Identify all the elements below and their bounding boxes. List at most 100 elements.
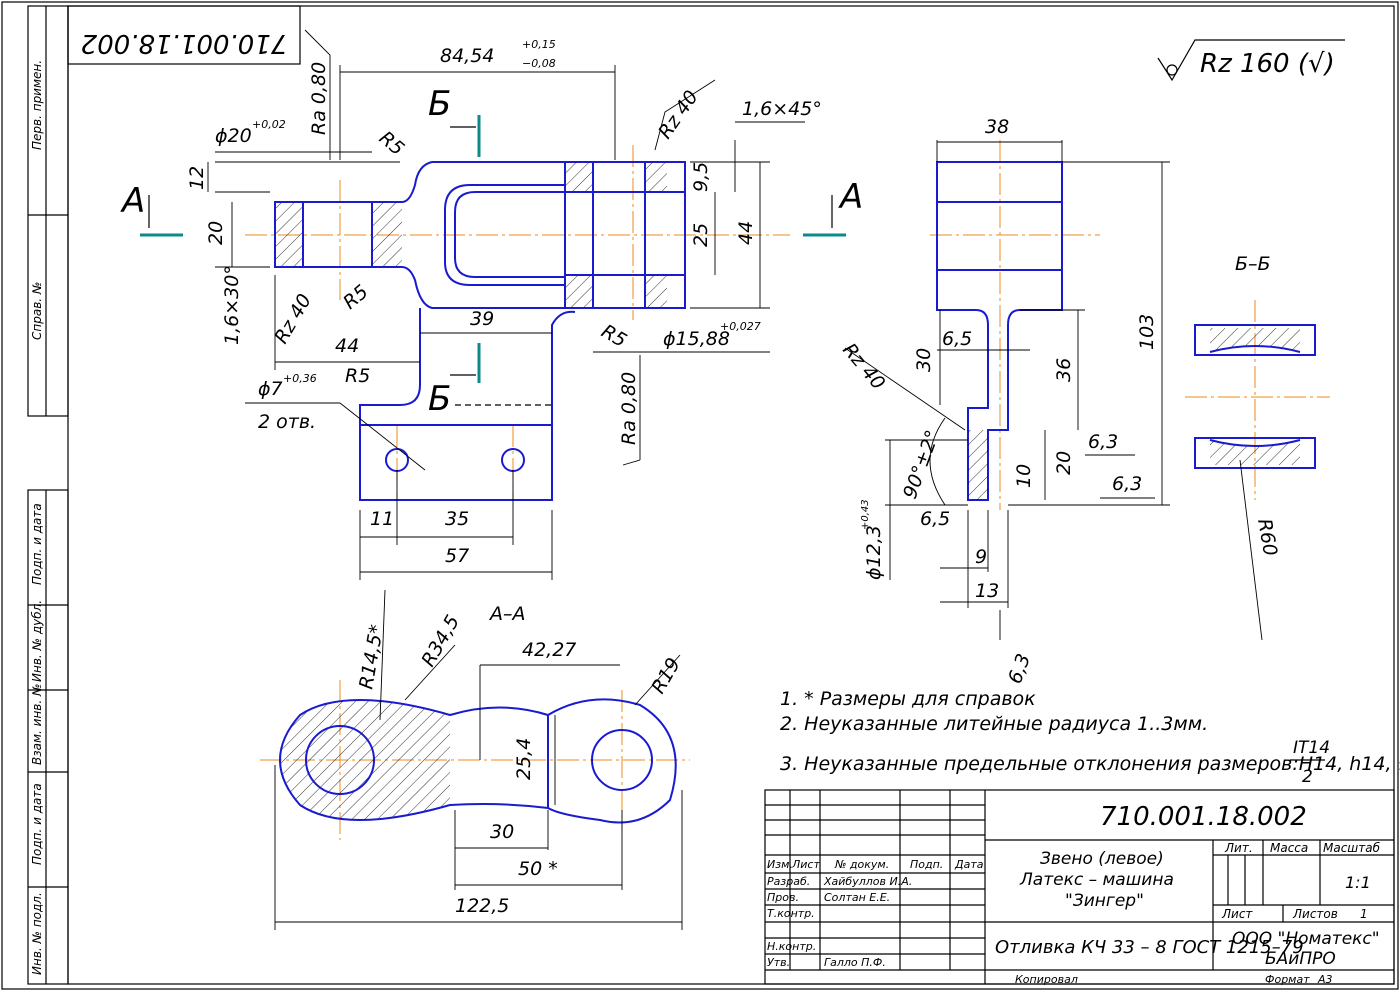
dim-84-54-lower: −0,08	[522, 57, 556, 70]
side-label-4: Инв. № дубл.	[30, 600, 44, 682]
dim-ra080: Ra 0,80	[308, 62, 330, 135]
view-aa-label: А–А	[488, 603, 526, 625]
side-dim-36: 36	[1053, 358, 1075, 382]
tb-copied: Копировал	[1015, 973, 1078, 986]
dim-phi20-tol: +0,02	[252, 118, 286, 131]
tb-org-1: ООО "Номатекс"	[1232, 929, 1380, 949]
tb-role-2: Пров.	[767, 891, 799, 904]
tb-col-doc: № докум.	[834, 858, 889, 871]
side-dim-30: 30	[913, 348, 935, 372]
tb-format-label: Формат	[1265, 973, 1310, 986]
tb-name-3: "Зингер"	[1065, 891, 1144, 911]
tb-scale-label: Масштаб	[1323, 841, 1381, 855]
side-column-labels: Перв. примен. Справ. № Подп. и дата Инв.…	[30, 60, 44, 975]
dim-39: 39	[470, 308, 494, 330]
tb-name-1: Звено (левое)	[1040, 849, 1164, 869]
side-label-7: Инв. № подл.	[30, 892, 44, 975]
tb-format-value: А3	[1317, 973, 1333, 986]
tb-lit: Лит.	[1224, 841, 1253, 855]
aa-dim-25-4: 25,4	[513, 738, 535, 780]
tb-designation: 710.001.18.002	[1100, 802, 1307, 832]
side-label-1: Перв. примен.	[30, 60, 44, 150]
section-b-bottom: Б	[428, 379, 451, 419]
side-label-3: Подп. и дата	[30, 503, 44, 585]
dim-r5-d: R5	[345, 365, 370, 387]
tb-col-date: Дата	[954, 858, 984, 871]
dim-chamfer-30: 1,6×30°	[221, 265, 243, 345]
tb-col-izm: Изм.	[767, 858, 793, 871]
tb-person-3: Галло П.Ф.	[824, 956, 886, 969]
tb-col-sign: Подп.	[910, 858, 943, 871]
dim-holes: 2 отв.	[258, 411, 316, 433]
view-bb-label: Б–Б	[1235, 253, 1271, 275]
side-dim-9: 9	[975, 546, 987, 568]
dim-phi15-88: ϕ15,88	[663, 328, 730, 350]
dim-9-5: 9,5	[690, 162, 712, 192]
dim-phi20: ϕ20	[215, 125, 252, 147]
dim-chamfer: 1,6×45°	[742, 98, 822, 120]
side-dim-phi12-3-tol: +0,43	[860, 499, 871, 530]
side-dim-38: 38	[985, 116, 1009, 138]
side-view: 38 103 6,5 30 36 Rz 40 90°±2° 6,3 20 10 …	[838, 116, 1170, 687]
side-label-6: Подп. и дата	[30, 783, 44, 865]
aa-dim-r34-5: R34,5	[417, 611, 464, 670]
dim-57: 57	[445, 545, 469, 567]
dim-phi7: ϕ7	[258, 378, 283, 400]
dim-phi7-tol: +0,36	[283, 372, 317, 385]
note-fraction-numerator: IT14	[1293, 738, 1330, 758]
side-label-2: Справ. №	[30, 282, 44, 340]
tb-role-3: Т.контр.	[767, 907, 815, 920]
aa-dim-30: 30	[490, 821, 514, 843]
section-aa: А–А R14,5* R34,5 42,27 R19 25,4 30 50 * …	[260, 589, 690, 930]
roughness-text: Rz 160 (√)	[1200, 49, 1335, 79]
note-fraction-denominator: 2	[1302, 767, 1313, 787]
aa-dim-r19: R19	[647, 654, 685, 697]
side-dim-6-5-a: 6,5	[942, 328, 972, 350]
section-a-right: А	[838, 177, 863, 217]
tb-sheets: Листов	[1292, 907, 1338, 921]
side-dim-6-5-b: 6,5	[920, 508, 950, 530]
top-stamp: 710.001.18.002	[67, 5, 301, 65]
main-view: А А Б Б 84,54 +0,1	[120, 29, 863, 580]
title-block: 710.001.18.002 Звено (левое) Латекс – ма…	[764, 789, 1395, 986]
tb-org-2: БАиПРО	[1265, 949, 1336, 969]
tb-person-1: Хайбуллов И.А.	[823, 875, 912, 888]
top-stamp-designation: 710.001.18.002	[81, 28, 288, 58]
tb-sheet: Лист	[1221, 907, 1253, 921]
dim-44-right: 44	[735, 221, 757, 245]
technical-notes: 1. * Размеры для справок 2. Неуказанные …	[780, 688, 1400, 787]
aa-dim-122-5: 122,5	[455, 895, 509, 917]
dim-20: 20	[205, 221, 227, 245]
side-dim-rz40: Rz 40	[838, 339, 889, 394]
side-dim-103: 103	[1136, 314, 1158, 350]
section-b-top: Б	[428, 84, 451, 124]
note-3: 3. Неуказанные предельные отклонения раз…	[780, 753, 1400, 775]
tb-name-2: Латекс – машина	[1019, 870, 1174, 890]
tb-material: Отливка КЧ 33 – 8 ГОСТ 1215–79	[995, 937, 1304, 958]
tb-role-4: Н.контр.	[767, 940, 816, 953]
side-dim-20: 20	[1053, 451, 1075, 475]
general-roughness: Rz 160 (√)	[1157, 39, 1345, 82]
side-dim-13: 13	[975, 580, 999, 602]
note-2: 2. Неуказанные литейные радиуса 1..3мм.	[780, 713, 1208, 735]
section-a-left: А	[120, 181, 145, 221]
side-dim-10: 10	[1013, 464, 1035, 488]
dim-44-left: 44	[335, 335, 359, 357]
tb-mass: Масса	[1270, 841, 1308, 855]
tb-col-list: Лист	[791, 858, 820, 871]
dim-rz40-b: Rz 40	[270, 290, 316, 347]
tb-role-1: Разраб.	[767, 875, 810, 888]
tb-sheets-count: 1	[1360, 907, 1368, 921]
dim-84-54: 84,54	[440, 45, 494, 67]
note-1: 1. * Размеры для справок	[780, 688, 1036, 710]
side-dim-6-3-a: 6,3	[1088, 431, 1118, 453]
dim-25: 25	[690, 223, 712, 247]
tb-person-2: Солтан Е.Е.	[824, 891, 890, 904]
dim-11: 11	[370, 508, 394, 530]
section-bb: Б–Б R60	[1185, 253, 1330, 641]
dim-r60: R60	[1253, 517, 1281, 558]
side-dim-6-3-b: 6,3	[1112, 473, 1142, 495]
side-dim-phi12-3: ϕ12,3	[863, 525, 885, 580]
